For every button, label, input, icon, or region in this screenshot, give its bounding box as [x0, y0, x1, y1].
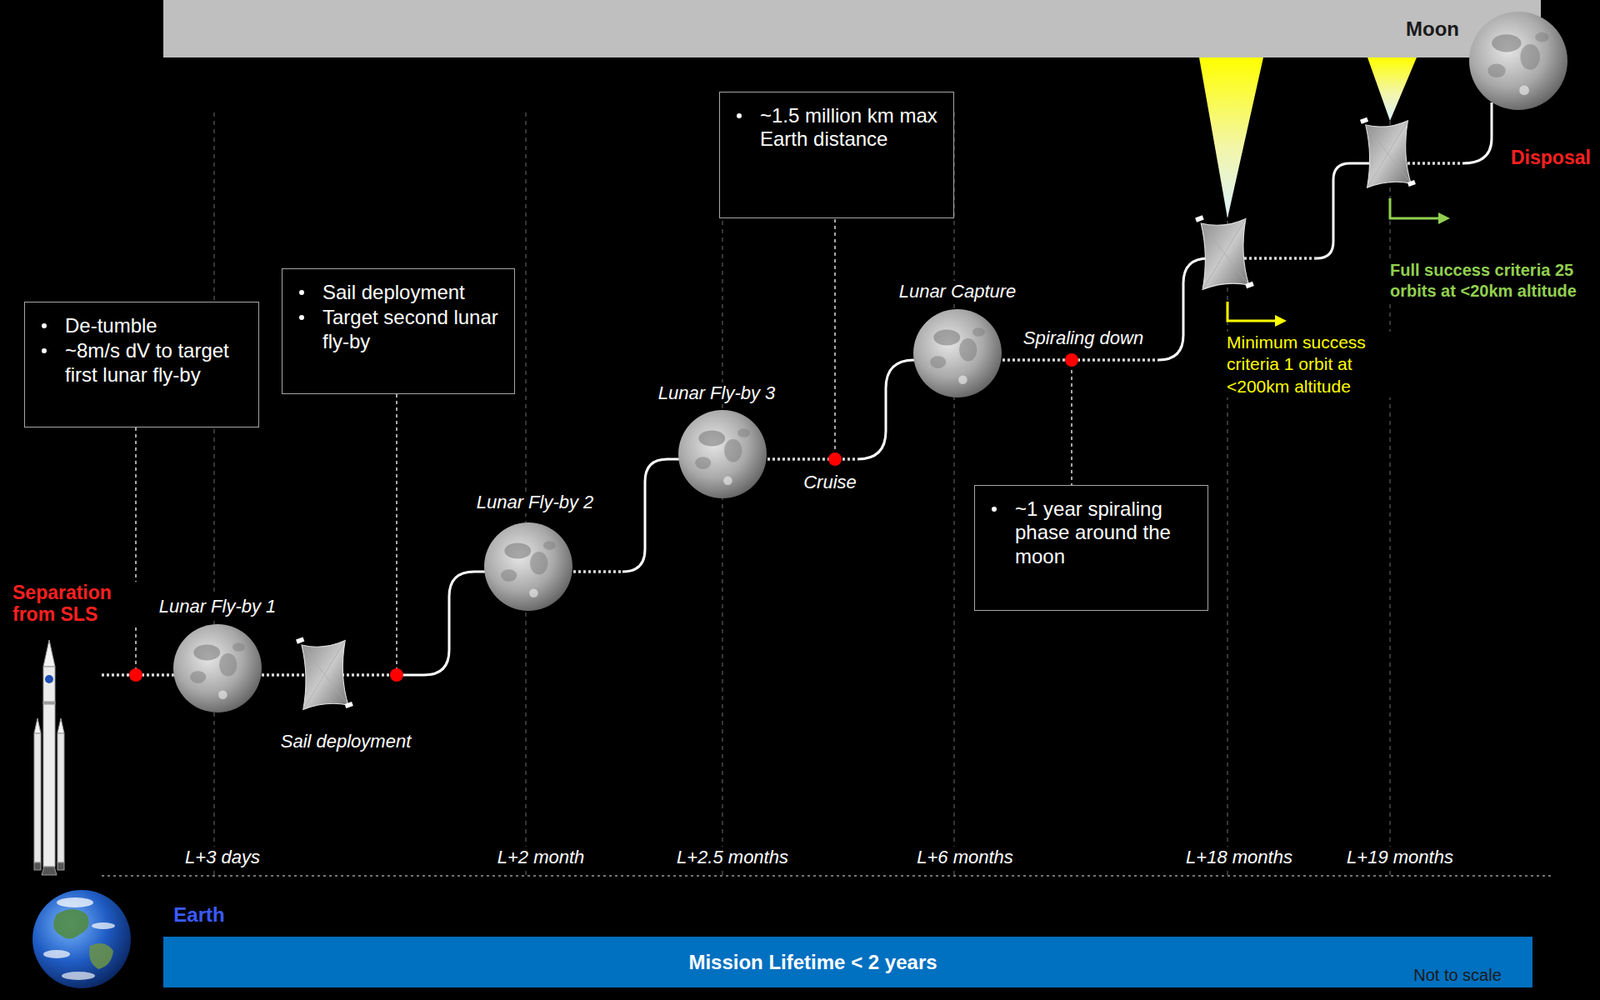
- bullet-text: ~1 year spiraling phase around the moon: [1015, 497, 1196, 569]
- solar-sail: [1195, 215, 1255, 290]
- sls-rocket: [34, 640, 65, 875]
- light-beam: [1199, 57, 1264, 219]
- band-title: Mission Lifetime < 2 years: [688, 950, 937, 974]
- time-label: L+6 months: [914, 846, 1016, 869]
- earth-disc: [32, 890, 131, 989]
- sail-label: Sail deployment: [278, 730, 415, 753]
- bullet-dot: [299, 290, 305, 295]
- callout-box: ~1 year spiraling phase around the moon: [974, 485, 1209, 611]
- moon-label: Lunar Fly-by 1: [156, 595, 280, 618]
- time-label: L+19 months: [1344, 846, 1456, 869]
- time-label: L+2.5 months: [674, 846, 791, 869]
- moon-image: [484, 522, 573, 611]
- bullet-dot: [991, 506, 997, 512]
- moon-image: [1469, 11, 1568, 110]
- event-dot: [1065, 353, 1079, 367]
- phase-label: Spiraling down: [1020, 327, 1146, 350]
- earth-image: [32, 890, 131, 989]
- text-row: Target second lunar fly-by: [295, 305, 503, 354]
- moon-band: Moon: [163, 0, 1541, 58]
- text-row: Moon: [1405, 17, 1460, 41]
- event-dot: [390, 668, 404, 682]
- booster-nozzle: [57, 862, 65, 870]
- light-beam: [1367, 57, 1417, 121]
- criteria-note: Full success criteria 25 orbits at <20km…: [1387, 260, 1581, 302]
- grid-line: [213, 112, 215, 876]
- moon-image: [173, 624, 262, 713]
- leader-lines: [135, 212, 1072, 670]
- band-title: Moon: [1405, 17, 1460, 40]
- booster-nose: [34, 718, 41, 734]
- moon-image: [678, 410, 767, 499]
- text-row: De-tumble: [38, 314, 247, 338]
- trajectory-solid: [1462, 102, 1492, 164]
- bullet-dot: [299, 315, 305, 320]
- booster-nose: [57, 718, 65, 734]
- moon-label: Lunar Fly-by 2: [474, 491, 597, 514]
- earth-land: [89, 943, 114, 970]
- time-label: L+3 days: [182, 846, 263, 869]
- bullet-dot: [41, 348, 47, 354]
- event-dots: [129, 353, 1079, 682]
- rocket-booster: [34, 733, 41, 863]
- bullet-text: Target second lunar fly-by: [322, 305, 503, 354]
- arrow-head: [1275, 315, 1287, 327]
- leader-line: [395, 387, 398, 669]
- time-grid: [214, 112, 1390, 876]
- bullet-dot: [736, 113, 742, 119]
- bullet-text: ~8m/s dV to target first lunar fly-by: [65, 339, 247, 387]
- arrow-head: [1438, 212, 1450, 225]
- agency-logo: [45, 675, 54, 684]
- event-label: Disposal: [1508, 146, 1594, 169]
- callout-box: Sail deploymentTarget second lunar fly-b…: [281, 268, 515, 395]
- leader-line: [1070, 366, 1073, 500]
- time-label: L+2 month: [495, 846, 588, 869]
- leader-line: [135, 420, 137, 670]
- bullet-text: Sail deployment: [322, 280, 465, 305]
- bullet-text: ~1.5 million km max Earth distance: [760, 104, 942, 152]
- moon-label: Lunar Capture: [896, 280, 1020, 303]
- grid-line: [953, 112, 955, 876]
- grid-line: [1389, 112, 1390, 876]
- time-axis: [101, 875, 1551, 877]
- bullet-dot: [41, 323, 47, 329]
- moon-label: Lunar Fly-by 3: [655, 382, 779, 405]
- earth-land: [53, 909, 90, 940]
- earth-cloud: [56, 897, 94, 908]
- solar-sail: [295, 637, 354, 710]
- text-row: Mission Lifetime < 2 years: [688, 950, 937, 975]
- booster-nozzle: [34, 862, 41, 870]
- criteria-arrow: [1390, 198, 1439, 219]
- callout-box: ~1.5 million km max Earth distance: [719, 91, 955, 219]
- rocket-engine: [41, 866, 57, 875]
- criteria-arrow: [1227, 301, 1275, 321]
- rocket-band: [43, 701, 55, 705]
- leader-line: [834, 212, 836, 453]
- event-dot: [129, 668, 143, 682]
- solar-sail: [1360, 117, 1416, 188]
- rocket-core: [43, 666, 55, 867]
- scale-note: Not to scale: [1410, 965, 1505, 985]
- rocket-nose: [43, 640, 55, 667]
- callout-box: De-tumble~8m/s dV to target first lunar …: [24, 301, 260, 428]
- rocket-booster: [57, 733, 65, 863]
- text-row: ~1 year spiraling phase around the moon: [988, 497, 1196, 569]
- time-label: L+18 months: [1183, 846, 1295, 869]
- trajectory-coast: [101, 163, 1463, 675]
- event-dot: [828, 452, 842, 466]
- moon-image: [913, 309, 1002, 398]
- text-row: ~1.5 million km max Earth distance: [733, 104, 942, 152]
- phase-label: Cruise: [800, 471, 860, 494]
- timeline-band: Mission Lifetime < 2 years: [163, 936, 1533, 988]
- earth-cloud: [43, 950, 70, 959]
- event-label: Separation from SLS: [10, 581, 144, 626]
- criteria-note: Minimum success criteria 1 orbit at <200…: [1224, 331, 1410, 398]
- text-row: ~8m/s dV to target first lunar fly-by: [38, 339, 247, 387]
- bullet-text: De-tumble: [65, 314, 158, 338]
- earth-cloud: [91, 922, 115, 930]
- body-label: Earth: [170, 903, 227, 927]
- earth-cloud: [61, 971, 95, 980]
- text-row: Sail deployment: [295, 280, 503, 305]
